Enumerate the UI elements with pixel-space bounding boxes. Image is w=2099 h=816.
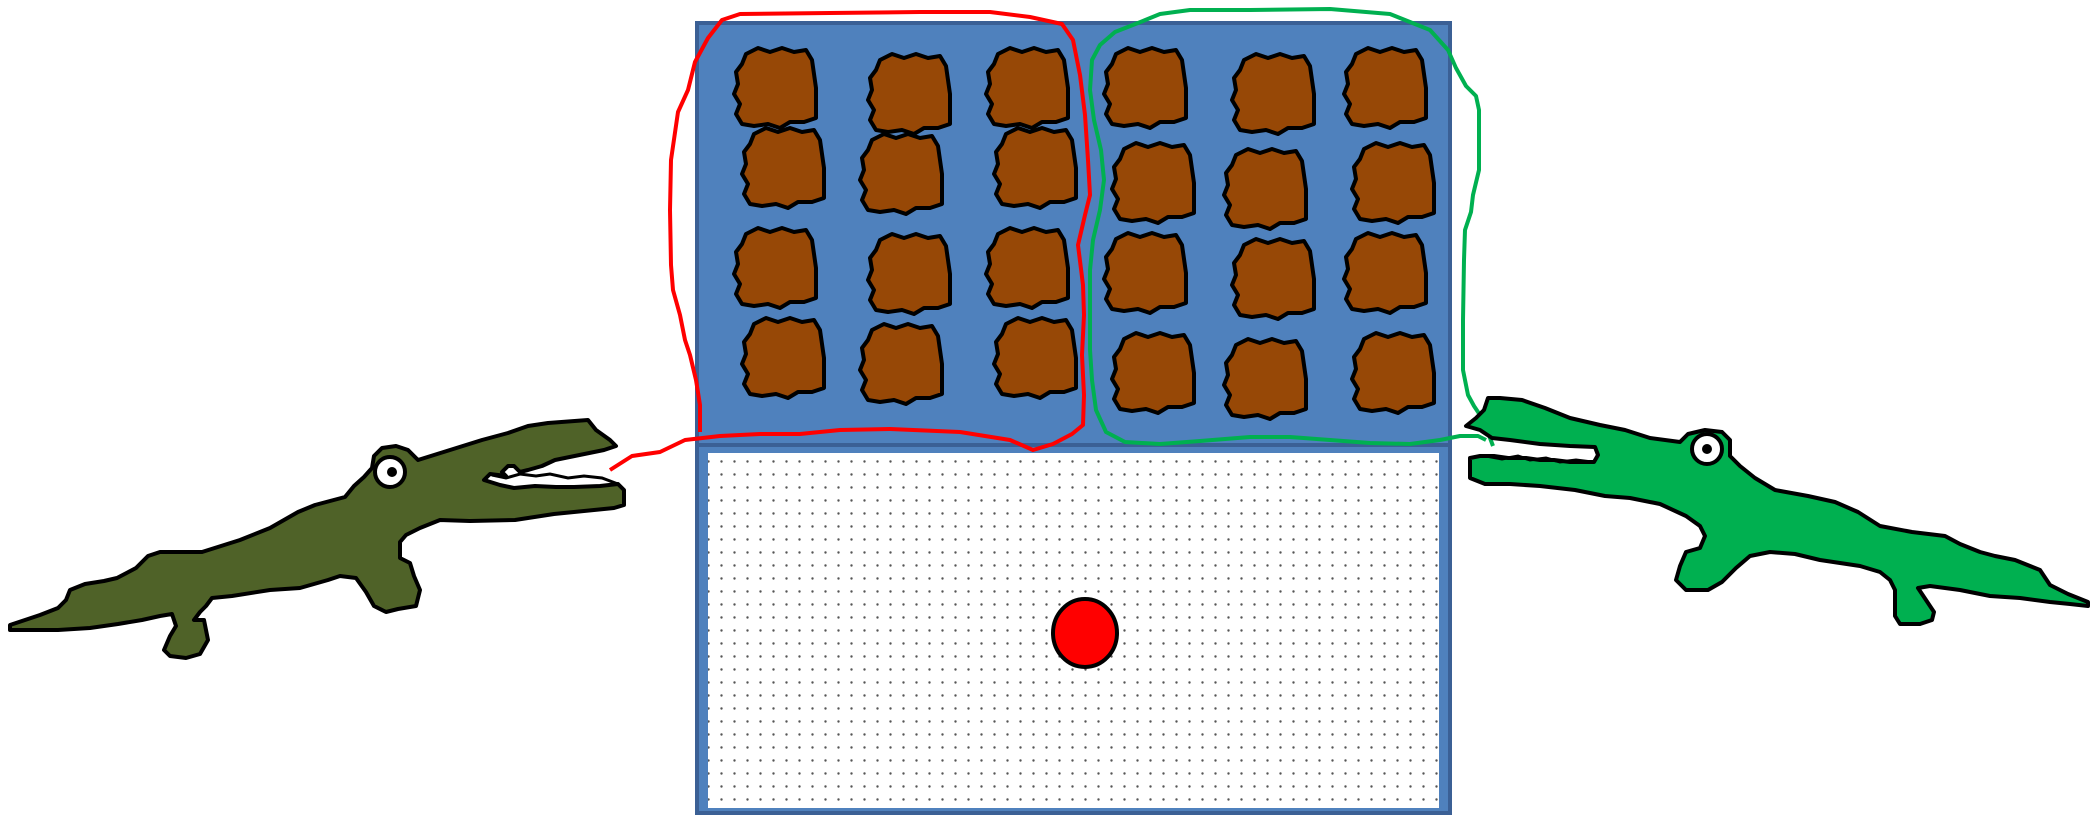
cookie-icon	[1224, 149, 1306, 229]
left-alligator-pupil	[387, 467, 397, 477]
cookie-icon	[868, 54, 950, 134]
cookie-icon	[868, 234, 950, 314]
cookie-icon	[1112, 333, 1194, 413]
cookie-icon	[994, 318, 1076, 398]
cookie-icon	[1352, 143, 1434, 223]
right-alligator-pupil	[1702, 444, 1712, 454]
cookie-icon	[1352, 333, 1434, 413]
cookie-icon	[986, 48, 1068, 128]
right-alligator-body	[1466, 398, 2088, 624]
right-alligator-icon	[1466, 398, 2088, 624]
red-dot-icon	[1053, 599, 1117, 667]
cookie-icon	[1224, 339, 1306, 419]
cookie-icon	[860, 134, 942, 214]
cookie-icon	[986, 228, 1068, 308]
cookie-icon	[734, 48, 816, 128]
cookie-icon	[1112, 143, 1194, 223]
cookie-icon	[1104, 233, 1186, 313]
cookie-icon	[742, 128, 824, 208]
cookie-icon	[734, 228, 816, 308]
cookie-icon	[742, 318, 824, 398]
cookie-icon	[1232, 54, 1314, 134]
left-alligator-icon	[10, 420, 624, 658]
cookie-icon	[860, 324, 942, 404]
cookie-icon	[994, 128, 1076, 208]
cookie-icon	[1232, 239, 1314, 319]
left-alligator-mouth-line	[492, 474, 618, 484]
cookie-icon	[1344, 48, 1426, 128]
left-alligator-body	[10, 420, 624, 658]
cookie-icon	[1344, 233, 1426, 313]
cookie-icon	[1104, 48, 1186, 128]
